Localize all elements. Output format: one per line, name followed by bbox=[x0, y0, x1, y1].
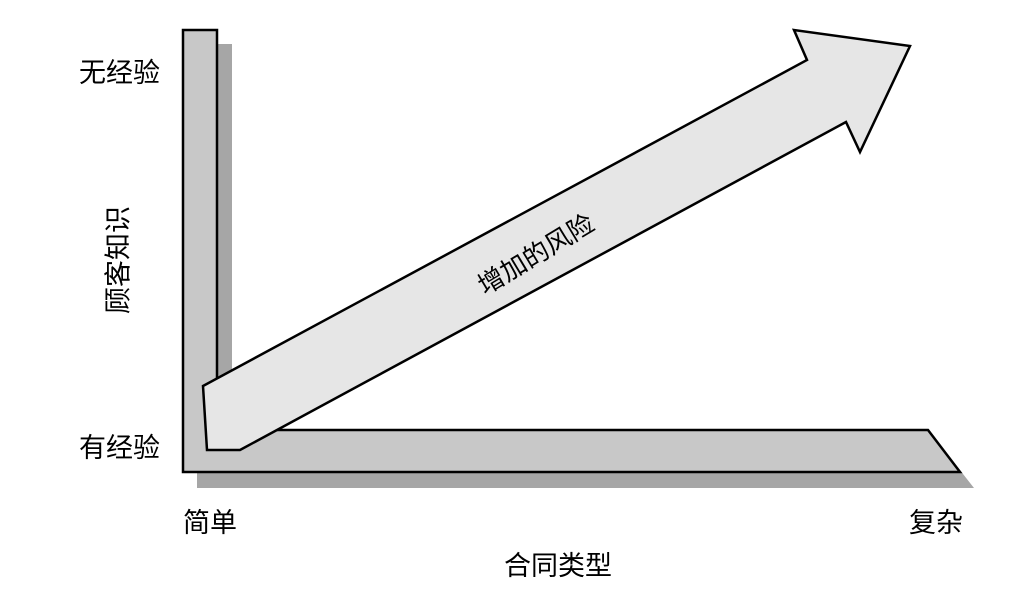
risk-arrow bbox=[201, 28, 912, 452]
y-axis-top-label: 无经验 bbox=[79, 58, 160, 89]
y-axis-bottom-label: 有经验 bbox=[79, 433, 160, 464]
x-axis-left-label: 简单 bbox=[183, 508, 237, 539]
x-axis-right-label: 复杂 bbox=[909, 508, 963, 539]
x-axis-title: 合同类型 bbox=[504, 551, 612, 582]
y-axis-title: 顾客知识 bbox=[104, 206, 135, 314]
axis-frame bbox=[181, 28, 963, 474]
